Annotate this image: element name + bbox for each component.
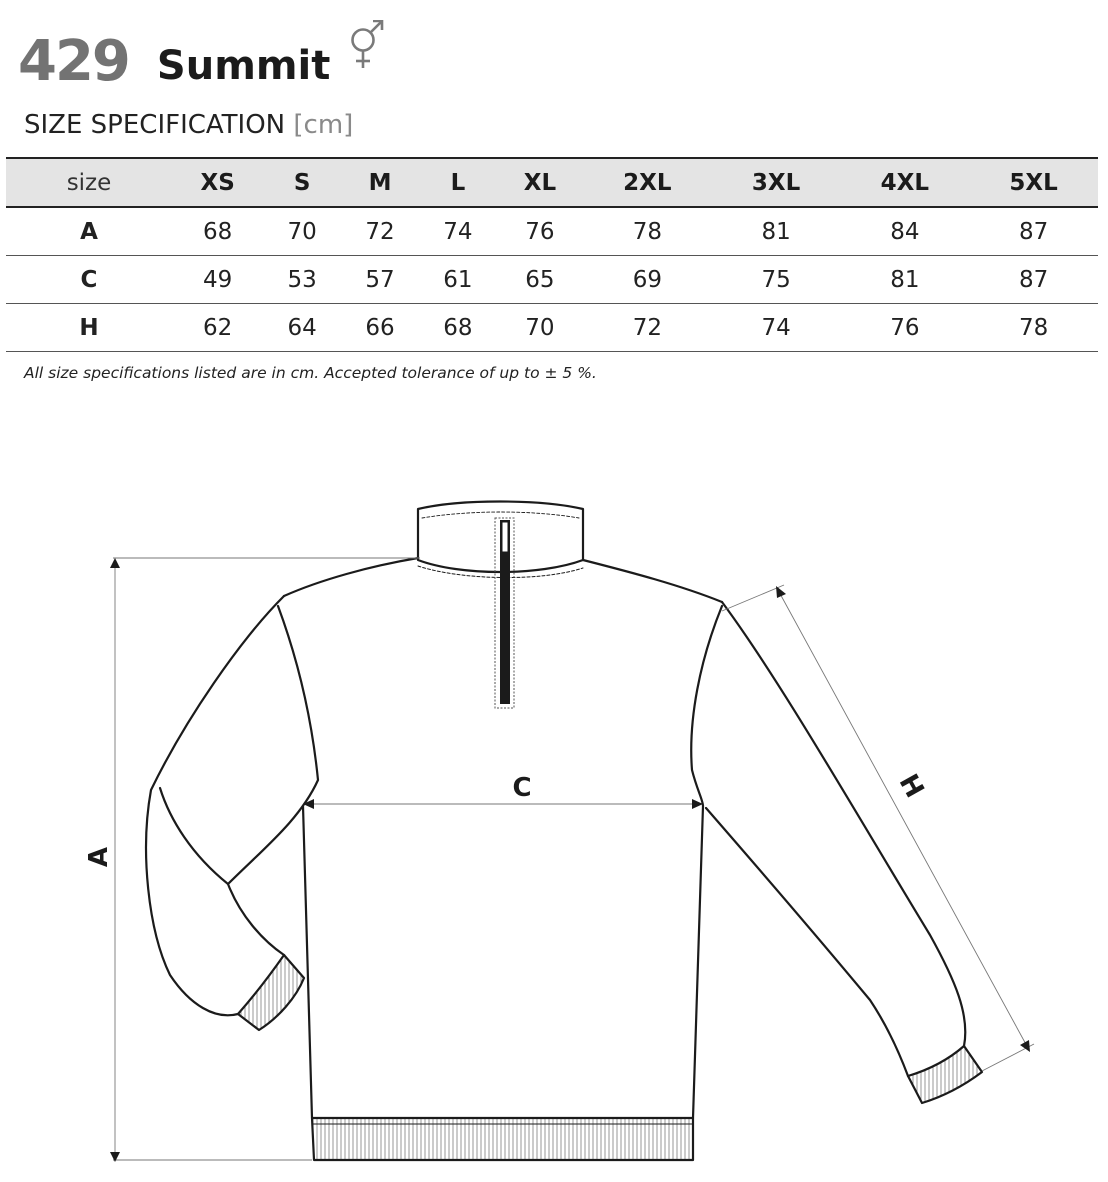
table-cell: 78 <box>583 207 712 256</box>
size-spec-title-text: SIZE SPECIFICATION <box>24 110 286 140</box>
table-cell: 68 <box>172 207 264 256</box>
dimension-h-label: H <box>893 769 930 803</box>
table-cell: 87 <box>969 255 1098 304</box>
size-header-cell: S <box>263 157 342 208</box>
row-label: H <box>6 303 172 352</box>
size-header-label: size <box>6 157 172 208</box>
table-cell: 72 <box>583 303 712 352</box>
dimension-c-label: C <box>512 773 531 803</box>
table-cell: 68 <box>419 303 497 352</box>
dimension-a-label: A <box>84 847 114 867</box>
size-header-cell: 3XL <box>711 157 841 208</box>
table-cell: 62 <box>172 303 264 352</box>
dimension-h-arrow-top <box>776 586 786 598</box>
table-cell: 87 <box>969 207 1098 256</box>
table-cell: 57 <box>341 255 419 304</box>
size-header-cell: L <box>419 157 497 208</box>
sweatshirt-outline <box>145 500 984 1162</box>
table-cell: 78 <box>969 303 1098 352</box>
table-cell: 74 <box>711 303 841 352</box>
zipper <box>494 517 515 709</box>
dimension-h-arrow-bottom <box>1020 1040 1030 1052</box>
row-label: A <box>6 207 172 256</box>
size-header-cell: 5XL <box>969 157 1098 208</box>
product-name: Summit <box>156 43 331 89</box>
table-cell: 75 <box>711 255 841 304</box>
table-cell: 53 <box>263 255 342 304</box>
size-spec-title: SIZE SPECIFICATION [cm] <box>24 110 353 140</box>
table-cell: 81 <box>711 207 841 256</box>
dimension-a-arrow-top <box>110 558 120 568</box>
table-cell: 64 <box>263 303 342 352</box>
dimension-h-line <box>721 584 1035 1072</box>
table-cell: 81 <box>840 255 970 304</box>
table-row: A 68 70 72 74 76 78 81 84 87 <box>6 207 1098 256</box>
table-cell: 84 <box>840 207 970 256</box>
unisex-icon <box>344 19 392 80</box>
dimension-a-line <box>113 557 420 1161</box>
table-row: H 62 64 66 68 70 72 74 76 78 <box>6 303 1098 352</box>
size-header-cell: 2XL <box>583 157 712 208</box>
product-code: 429 <box>18 29 131 94</box>
table-cell: 76 <box>496 207 584 256</box>
size-table-header-row: size XS S M L XL 2XL 3XL 4XL 5XL <box>6 157 1098 208</box>
table-cell: 76 <box>840 303 970 352</box>
product-header: 429 Summit <box>18 6 392 90</box>
size-header-cell: XL <box>496 157 584 208</box>
table-cell: 70 <box>496 303 584 352</box>
row-label: C <box>6 255 172 304</box>
dimension-c-arrow-right <box>692 799 703 809</box>
dimension-a-arrow-bottom <box>110 1152 120 1162</box>
size-header-cell: XS <box>172 157 264 208</box>
table-cell: 70 <box>263 207 342 256</box>
size-spec-unit: [cm] <box>293 110 354 140</box>
size-header-cell: 4XL <box>840 157 970 208</box>
table-cell: 72 <box>341 207 419 256</box>
table-cell: 49 <box>172 255 264 304</box>
table-cell: 65 <box>496 255 584 304</box>
dimension-c-arrow-left <box>303 799 314 809</box>
table-cell: 74 <box>419 207 497 256</box>
table-cell: 66 <box>341 303 419 352</box>
size-header-cell: M <box>341 157 419 208</box>
table-cell: 69 <box>583 255 712 304</box>
size-table: size XS S M L XL 2XL 3XL 4XL 5XL A 68 70… <box>6 157 1098 352</box>
table-row: C 49 53 57 61 65 69 75 81 87 <box>6 255 1098 304</box>
table-cell: 61 <box>419 255 497 304</box>
tolerance-note: All size specifications listed are in cm… <box>24 364 597 382</box>
